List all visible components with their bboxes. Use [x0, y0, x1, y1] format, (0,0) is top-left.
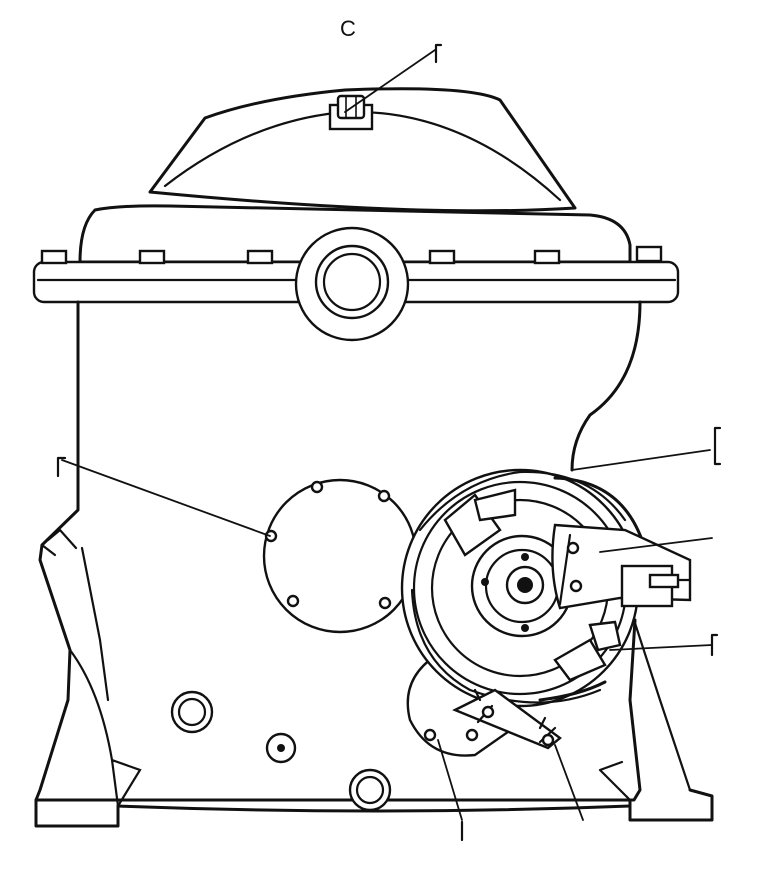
callout-marks — [56, 43, 722, 842]
leader-right-lower — [609, 644, 713, 651]
upper-casing — [32, 204, 680, 342]
leader-right-mid — [599, 537, 713, 553]
breather-plug — [328, 94, 374, 131]
leader-c — [344, 49, 436, 113]
mark-right-upper — [713, 426, 722, 466]
leader-left — [61, 459, 271, 537]
brake-actuator — [551, 523, 692, 610]
left-inspection-cover — [262, 478, 418, 634]
mark-right-lower — [710, 633, 719, 657]
leader-right-upper — [571, 449, 711, 471]
mark-left — [56, 456, 67, 478]
top-dome-cover — [148, 87, 577, 213]
leader-bottom-left — [437, 739, 463, 821]
flange-bolts — [40, 245, 663, 265]
drain-plug — [348, 768, 392, 812]
callout-label-c: C — [340, 16, 356, 41]
mark-top-right — [434, 43, 443, 64]
fill-plug — [170, 690, 214, 734]
leader-bottom-right — [554, 744, 584, 821]
brake-lever — [452, 688, 562, 750]
lower-casing — [34, 300, 714, 828]
callout-leaders — [61, 49, 713, 821]
small-plug — [265, 732, 297, 764]
shaft-boss — [294, 226, 410, 342]
